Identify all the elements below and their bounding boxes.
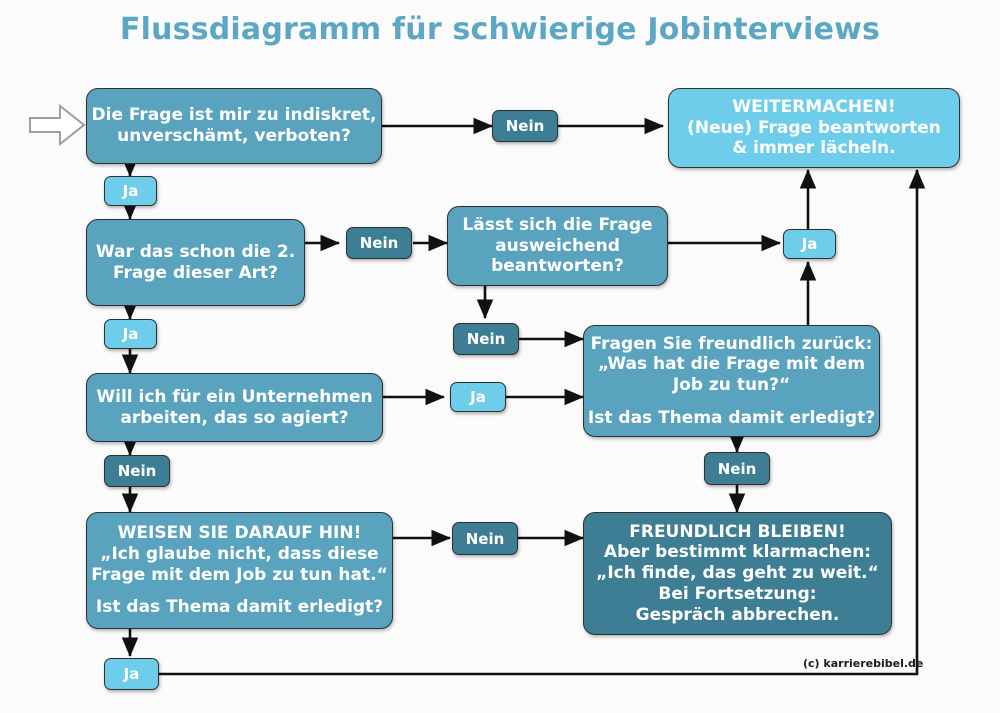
node-line: Ist das Thema damit erledigt? bbox=[587, 407, 876, 428]
node-result-continue[interactable]: WEITERMACHEN! (Neue) Frage beantworten &… bbox=[668, 88, 960, 168]
node-line: WEISEN SIE DARAUF HIN! bbox=[117, 523, 362, 544]
node-line: Lässt sich die Frage bbox=[462, 214, 653, 235]
node-line: Aber bestimmt klarmachen: bbox=[603, 542, 872, 563]
node-line: „Ich glaube nicht, dass diese bbox=[100, 543, 379, 564]
node-question-work-for-company[interactable]: Will ich für ein Unternehmen arbeiten, d… bbox=[86, 373, 383, 442]
node-line: Ist das Thema damit erledigt? bbox=[95, 597, 384, 618]
node-line: arbeiten, das so agiert? bbox=[120, 407, 349, 428]
badge-ja-q3[interactable]: Ja bbox=[783, 229, 836, 259]
node-question-evasive-answer[interactable]: Lässt sich die Frage ausweichend beantwo… bbox=[447, 206, 668, 286]
node-line: beantworten? bbox=[491, 256, 624, 277]
badge-ja-pointout[interactable]: Ja bbox=[104, 658, 159, 690]
node-line: (Neue) Frage beantworten bbox=[687, 117, 941, 138]
badge-nein-askback[interactable]: Nein bbox=[704, 452, 770, 485]
node-result-stay-friendly[interactable]: FREUNDLICH BLEIBEN! Aber bestimmt klarma… bbox=[583, 512, 892, 635]
badge-ja-q2[interactable]: Ja bbox=[104, 319, 157, 349]
badge-ja-q4[interactable]: Ja bbox=[450, 382, 506, 412]
node-line: Bei Fortsetzung: bbox=[658, 583, 817, 604]
node-line: Gespräch abbrechen. bbox=[635, 604, 840, 625]
node-line: „Was hat die Frage mit dem bbox=[597, 354, 866, 375]
node-line: Will ich für ein Unternehmen bbox=[96, 386, 373, 407]
badge-ja-q1[interactable]: Ja bbox=[104, 176, 157, 206]
node-line: War das schon die 2. bbox=[95, 241, 296, 262]
node-line: Job zu tun?“ bbox=[672, 375, 791, 395]
node-line: unverschämt, verboten? bbox=[117, 126, 351, 146]
badge-nein-q1[interactable]: Nein bbox=[492, 110, 558, 142]
badge-nein-q3[interactable]: Nein bbox=[453, 323, 519, 355]
node-line: Frage dieser Art? bbox=[112, 262, 278, 283]
node-action-ask-back[interactable]: Fragen Sie freundlich zurück: „Was hat d… bbox=[583, 325, 880, 437]
node-line: ausweichend bbox=[495, 235, 620, 256]
node-question-second-time[interactable]: War das schon die 2. Frage dieser Art? bbox=[86, 219, 305, 306]
badge-nein-q2[interactable]: Nein bbox=[346, 227, 412, 259]
node-line: „Ich finde, das geht zu weit.“ bbox=[596, 563, 879, 584]
edge-ja5-to-continue bbox=[159, 168, 926, 676]
node-question-indiscreet[interactable]: Die Frage ist mir zu indiskret, unversch… bbox=[86, 88, 382, 164]
node-line: FREUNDLICH BLEIBEN! bbox=[629, 521, 846, 542]
node-line: Frage mit dem Job zu tun hat.“ bbox=[91, 564, 388, 585]
start-arrow-icon bbox=[29, 103, 86, 147]
node-line: & immer lächeln. bbox=[732, 138, 896, 159]
credit-label: (c) karrierebibel.de bbox=[803, 657, 924, 670]
node-line: Fragen Sie freundlich zurück: bbox=[590, 333, 873, 354]
node-line: WEITERMACHEN! bbox=[732, 96, 896, 117]
badge-nein-pointout[interactable]: Nein bbox=[452, 522, 518, 555]
badge-nein-q4[interactable]: Nein bbox=[104, 455, 170, 487]
page-title: Flussdiagramm für schwierige Jobintervie… bbox=[119, 12, 881, 47]
node-line: Die Frage ist mir zu indiskret, bbox=[91, 105, 377, 126]
node-action-point-out[interactable]: WEISEN SIE DARAUF HIN! „Ich glaube nicht… bbox=[86, 512, 393, 629]
